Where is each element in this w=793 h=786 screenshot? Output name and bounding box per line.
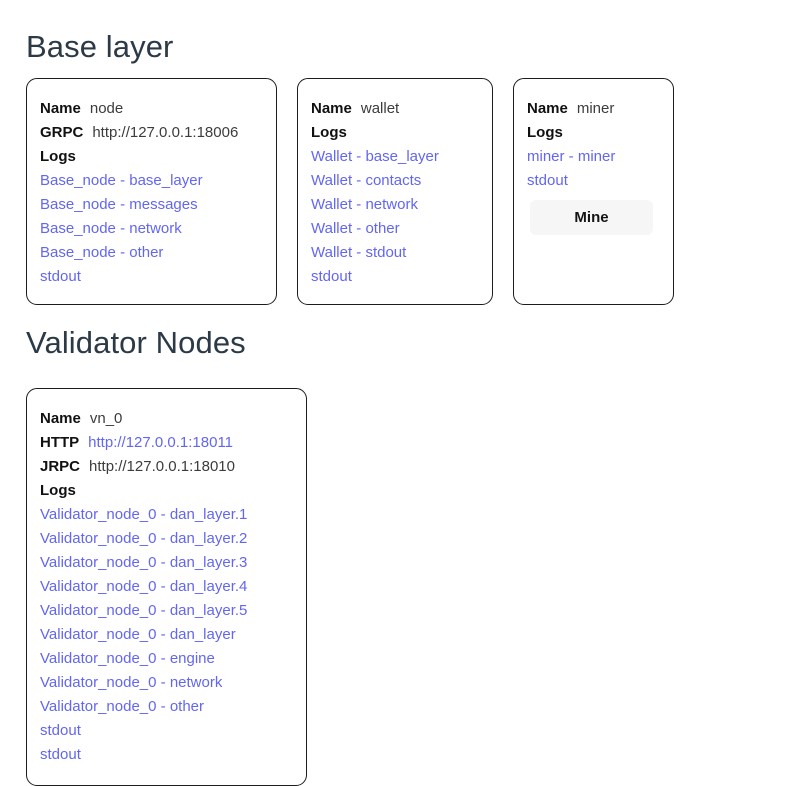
log-link[interactable]: stdout xyxy=(40,746,81,763)
base-node-name-row: Name node xyxy=(40,97,262,121)
validator-name-row: Name vn_0 xyxy=(40,407,292,431)
log-link[interactable]: miner - miner xyxy=(527,148,616,165)
validator-nodes-heading: Validator Nodes xyxy=(26,325,246,360)
validator-node-card: Name vn_0 HTTP http://127.0.0.1:18011 JR… xyxy=(26,388,307,786)
validator-name-value: vn_0 xyxy=(89,410,123,427)
log-link[interactable]: Validator_node_0 - dan_layer.2 xyxy=(40,530,248,547)
log-link[interactable]: Validator_node_0 - network xyxy=(40,674,223,691)
validator-http-row: HTTP http://127.0.0.1:18011 xyxy=(40,431,292,455)
log-link[interactable]: stdout xyxy=(40,268,81,285)
log-link[interactable]: stdout xyxy=(40,722,81,739)
log-link[interactable]: Wallet - network xyxy=(311,196,418,213)
validator-jrpc-label: JRPC xyxy=(40,458,81,475)
miner-logs-label: Logs xyxy=(527,124,563,141)
base-node-name-value: node xyxy=(89,100,124,117)
miner-name-row: Name miner xyxy=(527,97,659,121)
miner-name-value: miner xyxy=(576,100,615,117)
validator-log-list: Validator_node_0 - dan_layer.1 Validator… xyxy=(40,503,292,767)
log-link[interactable]: Wallet - stdout xyxy=(311,244,407,261)
validator-name-label: Name xyxy=(40,410,81,427)
validator-card-row: Name vn_0 HTTP http://127.0.0.1:18011 JR… xyxy=(26,374,793,786)
validator-jrpc-value: http://127.0.0.1:18010 xyxy=(89,458,235,475)
log-link[interactable]: Base_node - network xyxy=(40,220,182,237)
log-link[interactable]: Base_node - base_layer xyxy=(40,172,203,189)
validator-jrpc-row: JRPC http://127.0.0.1:18010 xyxy=(40,455,292,479)
validator-logs-label: Logs xyxy=(40,482,76,499)
base-layer-heading: Base layer xyxy=(26,29,174,64)
log-link[interactable]: stdout xyxy=(527,172,568,189)
log-link[interactable]: Base_node - other xyxy=(40,244,164,261)
wallet-name-row: Name wallet xyxy=(311,97,478,121)
log-link[interactable]: Validator_node_0 - dan_layer xyxy=(40,626,236,643)
validator-http-link[interactable]: http://127.0.0.1:18011 xyxy=(88,434,234,451)
wallet-log-list: Wallet - base_layer Wallet - contacts Wa… xyxy=(311,145,478,289)
log-link[interactable]: Validator_node_0 - dan_layer.3 xyxy=(40,554,248,571)
mine-button[interactable]: Mine xyxy=(530,200,653,235)
log-link[interactable]: Validator_node_0 - dan_layer.1 xyxy=(40,506,248,523)
log-link[interactable]: Validator_node_0 - engine xyxy=(40,650,215,667)
wallet-card: Name wallet Logs Wallet - base_layer Wal… xyxy=(297,78,493,305)
wallet-name-value: wallet xyxy=(360,100,400,117)
base-node-grpc-label: GRPC xyxy=(40,124,84,141)
wallet-logs-label: Logs xyxy=(311,124,347,141)
log-link[interactable]: Wallet - base_layer xyxy=(311,148,439,165)
base-node-log-list: Base_node - base_layer Base_node - messa… xyxy=(40,169,262,289)
log-link[interactable]: Validator_node_0 - dan_layer.5 xyxy=(40,602,248,619)
base-node-grpc-value: http://127.0.0.1:18006 xyxy=(92,124,239,141)
miner-card: Name miner Logs miner - miner stdout Min… xyxy=(513,78,674,305)
base-layer-card-row: Name node GRPC http://127.0.0.1:18006 Lo… xyxy=(26,78,793,305)
log-link[interactable]: stdout xyxy=(311,268,352,285)
log-link[interactable]: Base_node - messages xyxy=(40,196,198,213)
base-node-name-label: Name xyxy=(40,100,81,117)
log-link[interactable]: Wallet - other xyxy=(311,220,400,237)
log-link[interactable]: Validator_node_0 - other xyxy=(40,698,205,715)
log-link[interactable]: Wallet - contacts xyxy=(311,172,422,189)
miner-log-list: miner - miner stdout xyxy=(527,145,659,193)
miner-name-label: Name xyxy=(527,100,568,117)
log-link[interactable]: Validator_node_0 - dan_layer.4 xyxy=(40,578,248,595)
wallet-name-label: Name xyxy=(311,100,352,117)
base-node-grpc-row: GRPC http://127.0.0.1:18006 xyxy=(40,121,262,145)
base-node-card: Name node GRPC http://127.0.0.1:18006 Lo… xyxy=(26,78,277,305)
validator-http-label: HTTP xyxy=(40,434,80,451)
base-node-logs-label: Logs xyxy=(40,148,76,165)
